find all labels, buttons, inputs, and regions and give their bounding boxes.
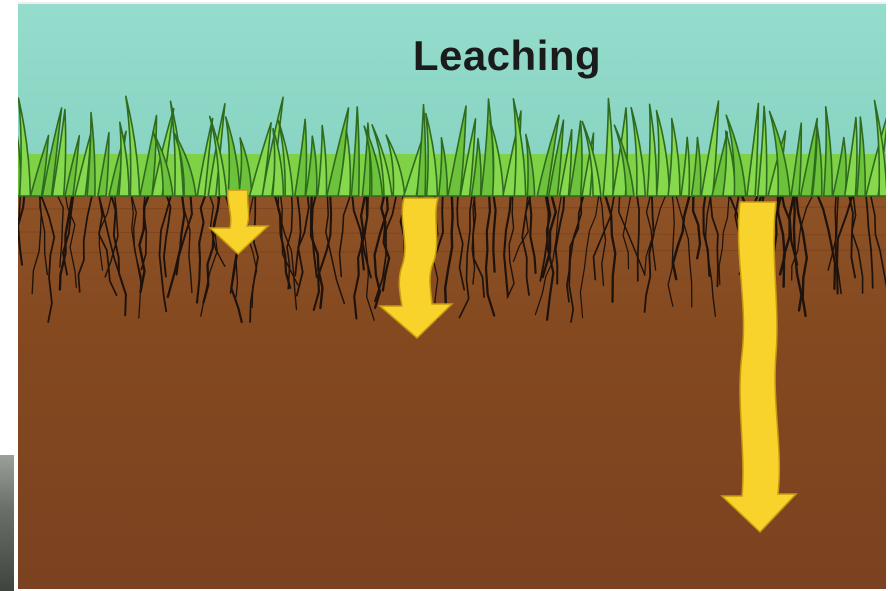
leaching-illustration — [18, 4, 886, 589]
leaching-diagram: Leaching — [18, 2, 886, 589]
diagram-title: Leaching — [18, 32, 886, 80]
adjacent-photo-edge — [0, 455, 14, 591]
